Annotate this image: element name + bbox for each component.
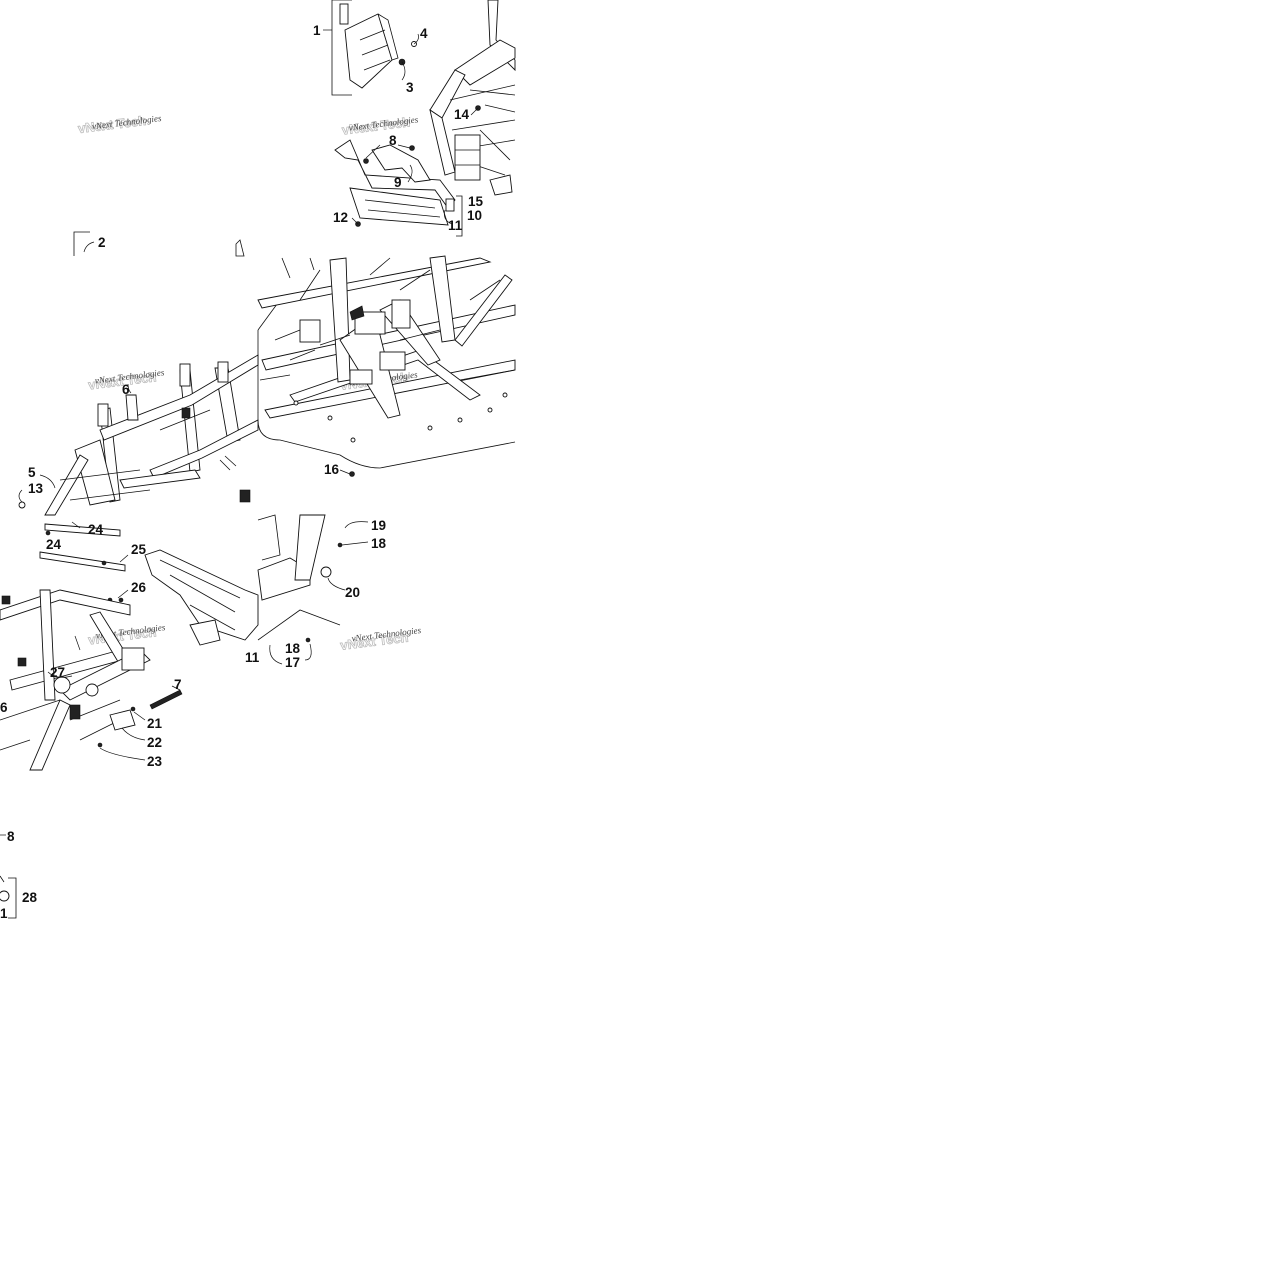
callout-18: 18	[371, 536, 387, 551]
callout-12: 12	[333, 210, 348, 225]
callout-15: 15	[468, 194, 484, 209]
panel-front-bumper	[323, 0, 516, 237]
callout-11b: 11	[245, 650, 260, 665]
callout-6: 6	[122, 382, 130, 397]
callout-11: 11	[448, 218, 463, 233]
callout-10: 10	[467, 208, 482, 223]
watermark-2: vNext Tech vNext Technologies	[341, 114, 420, 138]
callouts: 1 4 3 14 8 9 15 12 10 11 2 6 16 5 13 24 …	[0, 23, 484, 921]
callout-2: 2	[98, 235, 106, 250]
callout-21: 21	[147, 716, 163, 731]
callout-3: 3	[406, 80, 414, 95]
watermark-6: vNext Tech vNext Technologies	[339, 625, 422, 653]
callout-17: 17	[285, 655, 300, 670]
callout-24b: 24	[46, 537, 62, 552]
callout-9: 9	[394, 175, 402, 190]
callout-13: 13	[28, 481, 44, 496]
panel-rear-frame	[0, 514, 369, 919]
callout-6b: 6	[0, 700, 8, 715]
callout-1b: 1	[0, 906, 8, 921]
callout-24: 24	[88, 522, 104, 537]
callout-22: 22	[147, 735, 162, 750]
callout-25: 25	[131, 542, 147, 557]
callout-16: 16	[324, 462, 340, 477]
callout-8b: 8	[7, 829, 15, 844]
watermark-1: vNext Tech vNext Technologies	[77, 112, 163, 136]
callout-19: 19	[371, 518, 386, 533]
callout-28: 28	[22, 890, 38, 905]
callout-7: 7	[174, 677, 182, 692]
callout-20: 20	[345, 585, 360, 600]
callout-5: 5	[28, 465, 36, 480]
callout-26: 26	[131, 580, 147, 595]
callout-23: 23	[147, 754, 163, 769]
callout-27: 27	[50, 665, 65, 680]
callout-14: 14	[454, 107, 470, 122]
callout-4: 4	[420, 26, 428, 41]
panel-main-frame	[18, 231, 516, 516]
callout-1: 1	[313, 23, 321, 38]
callout-8: 8	[389, 133, 397, 148]
callout-18b: 18	[285, 641, 301, 656]
